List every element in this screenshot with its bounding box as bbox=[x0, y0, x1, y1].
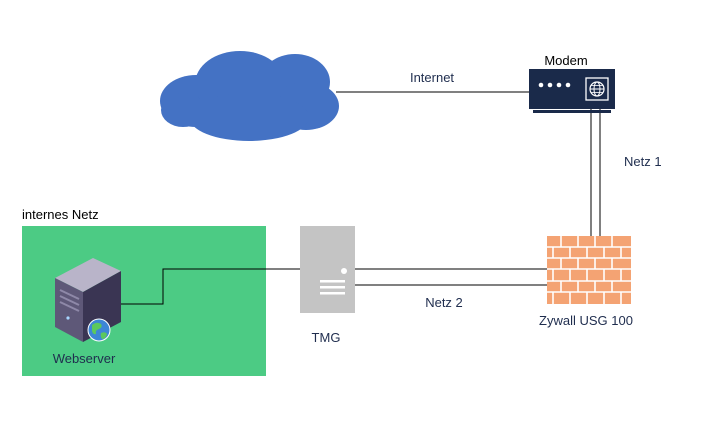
connection-lines bbox=[118, 91, 601, 305]
internet-label: Internet bbox=[410, 70, 454, 85]
tmg-label: TMG bbox=[312, 330, 341, 345]
webserver-icon bbox=[55, 258, 121, 342]
firewall-brick-icon bbox=[547, 236, 631, 304]
cloud-icon bbox=[160, 51, 339, 141]
netz1-label: Netz 1 bbox=[624, 154, 662, 169]
firewall-label: Zywall USG 100 bbox=[539, 313, 633, 328]
webserver-tmg-link bbox=[118, 268, 300, 305]
webserver-label: Webserver bbox=[53, 351, 116, 366]
server-tower-icon bbox=[300, 226, 355, 313]
modem-label: Modem bbox=[544, 53, 587, 68]
netz2-label: Netz 2 bbox=[425, 295, 463, 310]
internal-net-label: internes Netz bbox=[22, 207, 99, 222]
modem-icon bbox=[529, 69, 615, 113]
